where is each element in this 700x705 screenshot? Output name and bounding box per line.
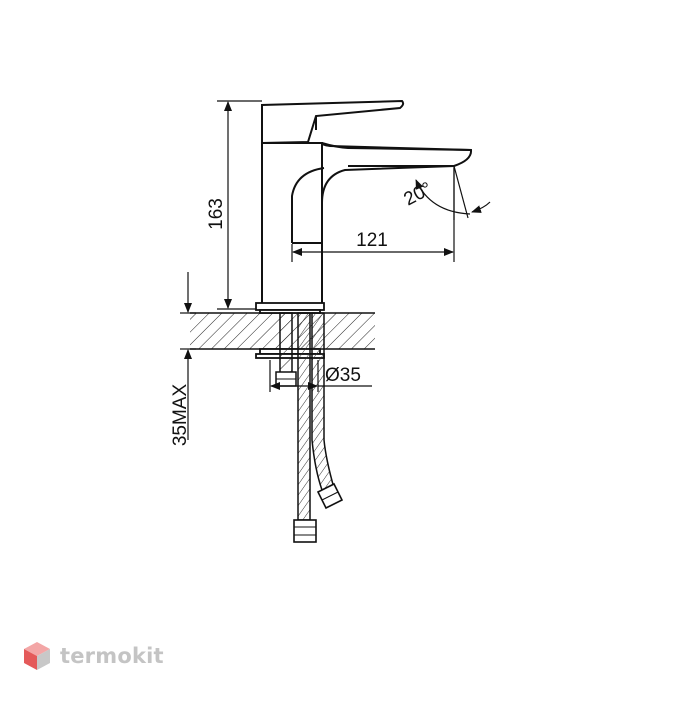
height-dimension-label: 163 bbox=[206, 198, 227, 230]
reach-dimension-label: 121 bbox=[356, 230, 388, 251]
supply-hoses bbox=[293, 312, 344, 543]
angle-dimension-label: 20° bbox=[400, 178, 435, 210]
hole-dimension-label: Ø35 bbox=[325, 365, 361, 386]
brand-logo: termokit bbox=[22, 636, 164, 676]
angle-dimension bbox=[415, 165, 491, 220]
height-dimension bbox=[217, 100, 262, 310]
max-thickness-dimension bbox=[180, 272, 196, 440]
faucet-handle bbox=[261, 99, 405, 145]
cube-icon bbox=[24, 642, 50, 670]
faucet-body bbox=[261, 142, 473, 303]
brand-name: termokit bbox=[60, 644, 164, 668]
max-thickness-dimension-label: 35MAX bbox=[170, 384, 191, 447]
hole-dimension bbox=[269, 360, 372, 392]
